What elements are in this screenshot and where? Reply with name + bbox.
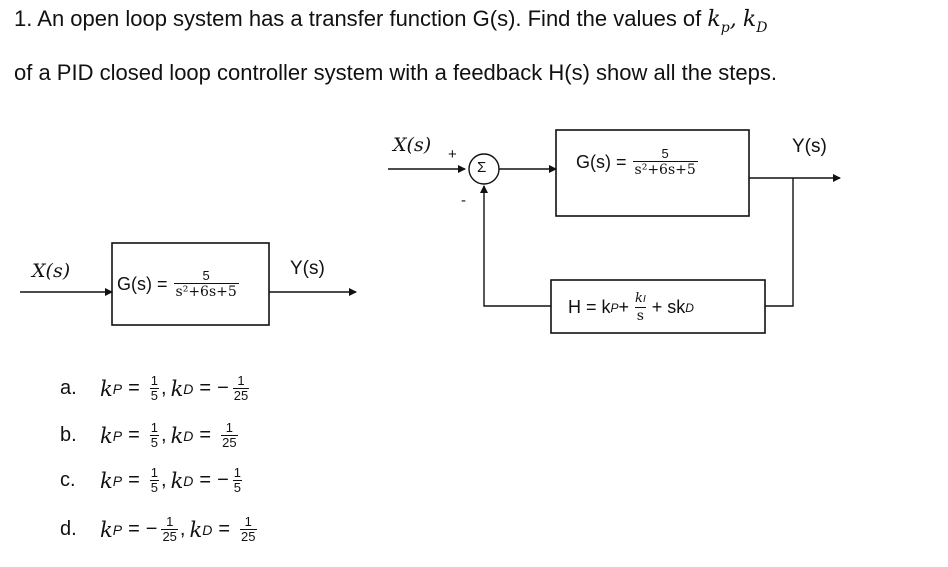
question-line-1: 1. An open loop system has a transfer fu…	[14, 6, 767, 36]
closed-g-fraction: 5 s²+6s+5	[632, 146, 698, 178]
open-input-label: X(s)	[32, 260, 71, 282]
question-number: 1.	[14, 6, 33, 31]
closed-output-label: Y(s)	[792, 136, 827, 157]
separator: ,	[729, 7, 737, 32]
open-g-lhs: G(s) =	[117, 274, 168, 294]
feedback-pickoff	[765, 178, 794, 307]
open-g-block	[111, 242, 270, 326]
minus-sign: -	[461, 192, 466, 209]
kp-symbol: kp	[707, 7, 730, 36]
feedback-return	[480, 185, 551, 307]
closed-input-label: X(s)	[393, 134, 432, 156]
closed-g-lhs: G(s) =	[576, 152, 627, 172]
open-output-label: Y(s)	[290, 258, 325, 279]
sigma-symbol: Σ	[477, 159, 487, 176]
open-g-expression: G(s) = 5 s²+6s+5	[117, 268, 239, 301]
closed-g-expression: G(s) = 5 s²+6s+5	[576, 146, 698, 179]
question-text-1: An open loop system has a transfer funct…	[37, 6, 702, 31]
kd-symbol: kD	[742, 7, 768, 36]
open-g-fraction: 5 s²+6s+5	[173, 268, 239, 300]
closed-g-block	[555, 129, 750, 217]
question-line-2: of a PID closed loop controller system w…	[14, 60, 778, 85]
plus-sign: +	[448, 146, 457, 163]
h-fraction: kI s	[634, 291, 646, 324]
